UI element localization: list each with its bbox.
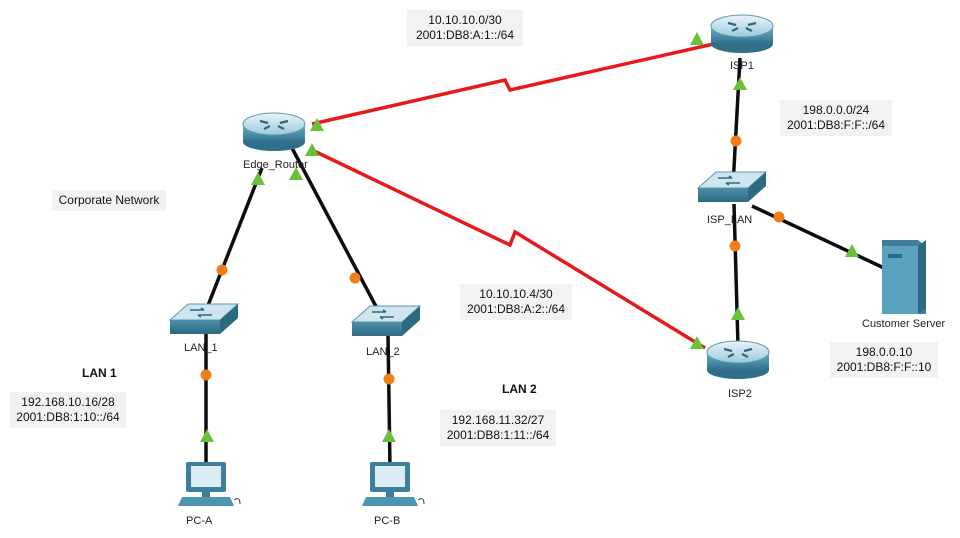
link-up-triangle [305,143,319,156]
ipv4-subnet: 10.10.10.4/30 [479,287,553,301]
eth-link-edge-lan1[interactable] [203,167,264,314]
link-pending-dot [773,211,785,223]
ipv4-address: 198.0.0.10 [855,345,913,359]
edge-router-icon[interactable] [242,112,306,151]
link-up-triangle [845,244,859,257]
pc-a-label: PC-A [186,515,213,527]
isp-lan-switch-icon[interactable] [696,171,768,202]
isp-lan-label: ISP_LAN [707,214,753,226]
link-pending-dot [730,135,742,147]
link-up-triangle [733,77,747,90]
eth-link-lan2-pcb[interactable] [386,333,392,469]
link-up-triangle [731,307,745,320]
eth-link-edge-lan2[interactable] [290,147,382,315]
link-up-triangle [690,32,704,45]
lan1-switch-label: LAN_1 [184,342,218,354]
ipv4-subnet: 10.10.10.0/30 [428,13,502,27]
isp2-label: ISP2 [728,388,752,400]
link-pending-dot [349,272,361,284]
lan2-switch-label: LAN_2 [366,346,400,358]
link-status-pending-markers [200,135,785,385]
link-up-triangle [200,429,214,442]
subnet-note-lan2: 192.168.11.32/27 2001:DB8:1:11::/64 [440,410,556,446]
link-up-triangle [251,172,265,185]
ipv4-subnet: 192.168.10.16/28 [21,395,115,409]
serial-link-edge-isp1[interactable] [311,36,741,126]
ipv6-subnet: 2001:DB8:A:2::/64 [466,302,566,316]
lan2-label: LAN 2 [502,382,537,396]
ipv6-subnet: 2001:DB8:1:10::/64 [16,410,120,424]
serial-link-edge-isp2[interactable] [311,148,706,350]
eth-link-isplan-isp2[interactable] [732,203,740,347]
subnet-note-edge-isp1: 10.10.10.0/30 2001:DB8:A:1::/64 [407,10,523,46]
pc-b-label: PC-B [374,515,401,527]
customer-server-label: Customer Server [862,318,946,330]
link-up-triangle [690,336,704,349]
subnet-note-edge-isp2: 10.10.10.4/30 2001:DB8:A:2::/64 [460,284,572,320]
ipv6-subnet: 2001:DB8:1:11::/64 [446,428,550,442]
pc-a-icon[interactable] [178,462,241,506]
ipv6-subnet: 2001:DB8:F:F::/64 [786,118,886,132]
link-up-triangle [310,118,324,131]
link-up-triangle [289,167,303,180]
subnet-note-lan1: 192.168.10.16/28 2001:DB8:1:10::/64 [10,392,126,428]
customer-server-icon[interactable] [882,240,926,314]
edge-router-label: Edge_Router [243,159,308,171]
link-pending-dot [216,264,228,276]
lan1-label: LAN 1 [82,366,117,380]
lan1-switch-icon[interactable] [168,303,240,334]
isp2-router-icon[interactable] [706,340,770,379]
ipv6-subnet: 2001:DB8:A:1::/64 [415,28,515,42]
ipv4-subnet: 192.168.11.32/27 [451,413,545,427]
link-up-triangle [382,429,396,442]
subnet-note-server: 198.0.0.10 2001:DB8:F:F::10 [830,342,938,378]
link-pending-dot [200,369,212,381]
link-status-up-markers [200,32,859,442]
ipv6-address: 2001:DB8:F:F::10 [836,360,932,374]
title-note: Corporate Network [52,190,166,211]
subnet-note-isp-lan: 198.0.0.0/24 2001:DB8:F:F::/64 [780,100,892,136]
link-pending-dot [383,373,395,385]
lan2-switch-icon[interactable] [350,305,422,336]
eth-link-isplan-server[interactable] [751,204,885,270]
isp1-router-icon[interactable] [710,14,774,53]
ipv4-subnet: 198.0.0.0/24 [802,103,870,117]
eth-link-isp1-isplan[interactable] [731,57,742,187]
pc-b-icon[interactable] [362,462,425,506]
title-note-text: Corporate Network [58,193,160,207]
isp1-label: ISP1 [730,60,754,72]
link-pending-dot [729,240,741,252]
